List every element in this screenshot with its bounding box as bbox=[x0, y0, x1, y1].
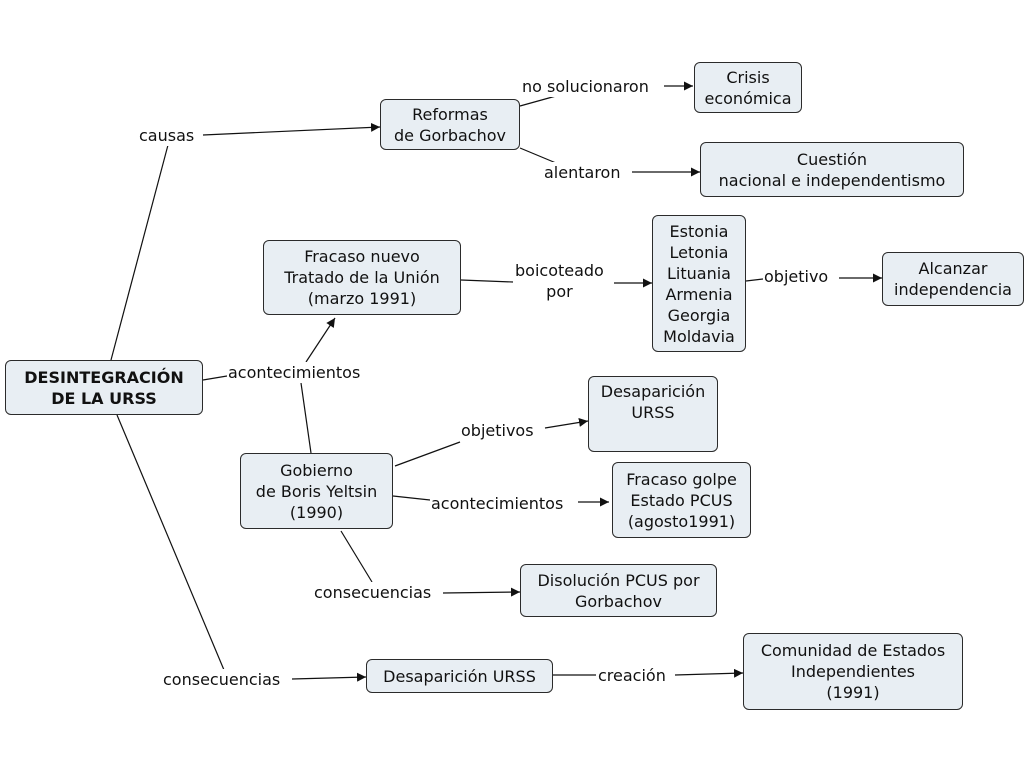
label-acontecimientos-gobierno: acontecimientos bbox=[430, 493, 565, 514]
edge-republicas-objetivo bbox=[745, 278, 764, 282]
republicas-node: Estonia Letonia Lituania Armenia Georgia… bbox=[652, 215, 746, 352]
edge-objetivos-desaparicion bbox=[544, 418, 589, 429]
reformas-node: Reformas de Gorbachov bbox=[380, 99, 520, 150]
label-acontecimientos: acontecimientos bbox=[227, 362, 362, 383]
label-no-solucionaron: no solucionaron bbox=[521, 76, 650, 97]
root-node: DESINTEGRACIÓN DE LA URSS bbox=[5, 360, 203, 415]
label-creacion: creación bbox=[597, 665, 667, 686]
label-alentaron: alentaron bbox=[543, 162, 622, 183]
desaparicion-urss-bottom-node: Desaparición URSS bbox=[366, 659, 553, 693]
edge-consec2-disolucion bbox=[442, 587, 521, 597]
edge-gobierno-acont2 bbox=[392, 495, 431, 501]
edge-reformas-nosol bbox=[519, 95, 557, 107]
cuestion-node: Cuestión nacional e independentismo bbox=[700, 142, 964, 197]
edge-reformas-alentaron bbox=[519, 147, 557, 164]
comunidad-node: Comunidad de Estados Independientes (199… bbox=[743, 633, 963, 710]
gobierno-node: Gobierno de Boris Yeltsin (1990) bbox=[240, 453, 393, 529]
crisis-node: Crisis económica bbox=[694, 62, 802, 113]
disolucion-node: Disolución PCUS por Gorbachov bbox=[520, 564, 717, 617]
edge-fracaso-boicoteado bbox=[460, 279, 514, 283]
desaparicion-urss-top-node: Desaparición URSS bbox=[588, 376, 718, 452]
label-consecuencias: consecuencias bbox=[162, 669, 282, 690]
edge-root-acontecimientos bbox=[202, 375, 228, 381]
edge-acont-gobierno bbox=[300, 382, 312, 454]
alcanzar-node: Alcanzar independencia bbox=[882, 252, 1024, 306]
edge-root-consecuencias bbox=[116, 414, 225, 671]
label-objetivo: objetivo bbox=[763, 266, 830, 287]
edge-creacion-comunidad bbox=[674, 668, 744, 678]
edge-gobierno-objetivos bbox=[394, 441, 461, 467]
edge-gobierno-consec2 bbox=[340, 530, 373, 583]
edge-root-causas bbox=[110, 144, 169, 361]
edge-consec-desaparicion bbox=[291, 672, 367, 682]
label-boicoteado-por: boicoteado por bbox=[514, 260, 605, 302]
edge-acont-fracaso bbox=[305, 317, 336, 363]
label-causas: causas bbox=[138, 125, 196, 146]
fracaso-golpe-node: Fracaso golpe Estado PCUS (agosto1991) bbox=[612, 462, 751, 538]
label-objetivos: objetivos bbox=[460, 420, 535, 441]
edge-causas-reformas bbox=[202, 122, 381, 136]
fracaso-tratado-node: Fracaso nuevo Tratado de la Unión (marzo… bbox=[263, 240, 461, 315]
label-consecuencias-gobierno: consecuencias bbox=[313, 582, 433, 603]
